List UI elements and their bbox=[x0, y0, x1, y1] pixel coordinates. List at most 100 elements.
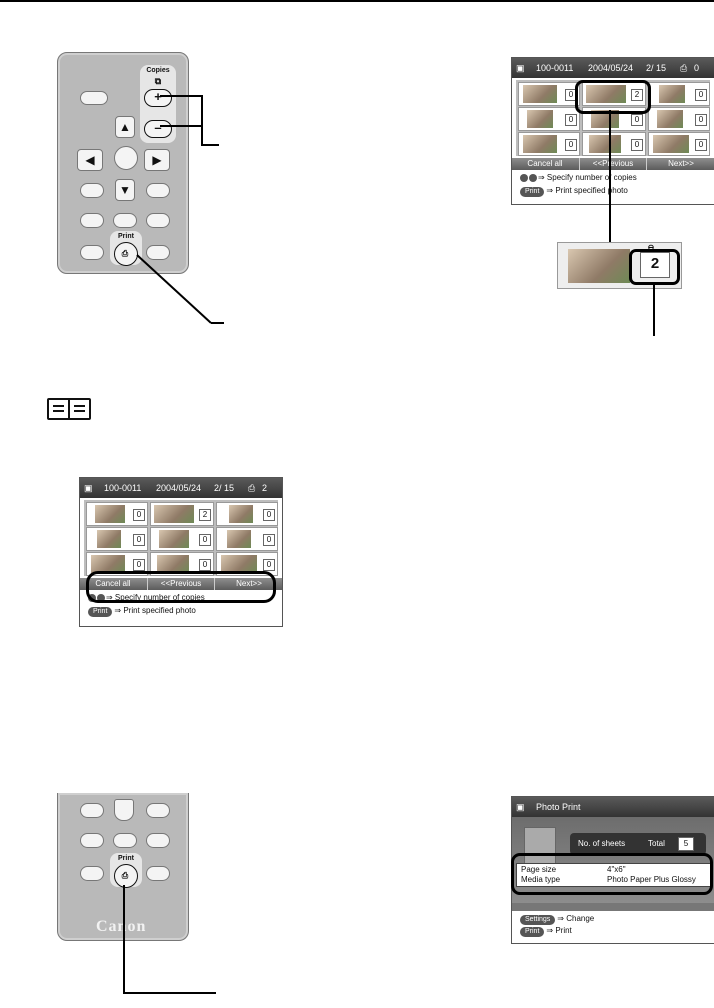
arrow-down-button[interactable] bbox=[114, 799, 134, 821]
photo-thumbnail bbox=[653, 135, 689, 153]
total-copies: 2 bbox=[262, 483, 268, 493]
thumbnail-grid: 0 2 0 0 0 0 0 0 0 bbox=[84, 500, 278, 576]
callout-line bbox=[653, 282, 655, 336]
previous-button[interactable]: <<Previous bbox=[579, 158, 646, 170]
next-button[interactable]: Next>> bbox=[646, 158, 714, 170]
thumbnail-cell[interactable]: 0 bbox=[582, 132, 646, 156]
photo-thumbnail bbox=[589, 135, 621, 153]
print-pill: Print bbox=[88, 607, 113, 617]
copies-label: Copies bbox=[146, 67, 170, 74]
cancel-all-button[interactable]: Cancel all bbox=[527, 159, 563, 168]
thumbnail-cell[interactable]: 2 bbox=[150, 502, 214, 526]
print-callout-line bbox=[123, 992, 216, 994]
hint-copies-text: ⇒ Specify number of copies bbox=[538, 173, 637, 182]
photo-thumbnail bbox=[221, 555, 257, 573]
media-type-label: Media type bbox=[521, 875, 561, 884]
callout-line bbox=[160, 125, 202, 127]
remote-button[interactable] bbox=[146, 866, 170, 881]
hint-copies: ⇒ Specify number of copies bbox=[520, 173, 637, 182]
scroll-strip bbox=[512, 903, 714, 911]
copy-count: 0 bbox=[695, 89, 707, 101]
thumbnail-cell[interactable]: 0 bbox=[150, 527, 214, 551]
remote-button[interactable] bbox=[80, 866, 104, 881]
photo-thumbnail bbox=[157, 555, 189, 573]
photo-thumbnail bbox=[91, 555, 125, 573]
thumbnail-cell[interactable]: 0 bbox=[86, 502, 148, 526]
ok-button[interactable] bbox=[114, 146, 138, 170]
up-arrow-icon: ⊖ bbox=[647, 243, 655, 252]
remote-button[interactable] bbox=[146, 213, 170, 228]
arrow-right-button[interactable]: ▶ bbox=[144, 149, 170, 171]
total-label: Total bbox=[648, 839, 665, 848]
remote-button[interactable] bbox=[146, 245, 170, 260]
thumbnail-cell[interactable]: 0 bbox=[518, 132, 580, 156]
hint-print-text: ⇒ Print specified photo bbox=[546, 186, 628, 195]
canon-logo: Canon bbox=[96, 918, 147, 935]
printer-icon: ⎙ bbox=[121, 249, 129, 258]
photo-thumbnail bbox=[97, 530, 121, 548]
photo-thumbnail bbox=[527, 110, 553, 128]
previous-button[interactable]: <<Previous bbox=[147, 578, 214, 590]
copy-count: 0 bbox=[695, 139, 707, 151]
zoomed-thumbnail: ⊖ 2 bbox=[557, 242, 682, 289]
folder-number: 100-0011 bbox=[536, 63, 574, 73]
thumbnail-cell[interactable]: 0 bbox=[216, 527, 278, 551]
arrow-down-button[interactable]: ▼ bbox=[115, 179, 135, 201]
arrow-left-button[interactable]: ◀ bbox=[77, 149, 103, 171]
screen-header: ▣ Photo Print bbox=[512, 797, 714, 817]
copy-count: 0 bbox=[565, 139, 577, 151]
photo-print-icon: ▣ bbox=[516, 802, 525, 812]
screen-header: ▣ 100-0011 2004/05/24 2/ 15 ⎙ 2 bbox=[80, 478, 282, 498]
copy-count: 0 bbox=[199, 559, 211, 571]
remote-button[interactable] bbox=[80, 245, 104, 260]
date-text: 2004/05/24 bbox=[156, 483, 202, 493]
copy-count: 0 bbox=[133, 509, 145, 521]
thumbnail-cell[interactable]: 0 bbox=[648, 82, 710, 106]
thumbnail-cell[interactable]: 0 bbox=[518, 82, 580, 106]
remote-button[interactable] bbox=[80, 91, 108, 105]
screen-photo-print: ▣ Photo Print No. of sheets Total 5 Page… bbox=[511, 796, 714, 944]
sheets-label: No. of sheets bbox=[578, 839, 626, 848]
sheets-box: No. of sheets Total 5 bbox=[570, 833, 706, 855]
remote-button[interactable] bbox=[80, 213, 104, 228]
copy-count: 0 bbox=[199, 534, 211, 546]
folder-icon: ▣ bbox=[84, 483, 93, 493]
hint-print: Print⇒ Print specified photo bbox=[520, 186, 628, 197]
cancel-all-button[interactable]: Cancel all bbox=[95, 579, 131, 588]
arrow-up-button[interactable]: ▲ bbox=[115, 116, 135, 138]
copy-count: 0 bbox=[631, 139, 643, 151]
photo-thumbnail bbox=[568, 249, 630, 283]
remote-button[interactable] bbox=[146, 833, 170, 848]
remote-button[interactable] bbox=[80, 833, 104, 848]
print-button[interactable] bbox=[114, 864, 138, 888]
remote-button[interactable] bbox=[80, 183, 104, 198]
copies-plus-button[interactable]: + bbox=[144, 89, 172, 107]
copy-count: 2 bbox=[631, 89, 643, 101]
remote-button[interactable] bbox=[80, 803, 104, 818]
print-button[interactable] bbox=[114, 242, 138, 266]
thumbnail-cell[interactable]: 0 bbox=[86, 527, 148, 551]
photo-thumbnail bbox=[659, 85, 685, 103]
copy-count: 0 bbox=[263, 559, 275, 571]
copy-count: 0 bbox=[695, 114, 707, 126]
thumbnail-cell[interactable]: 0 bbox=[648, 107, 710, 131]
copies-icon: ⧉ bbox=[154, 76, 162, 86]
page-indicator: 2/ 15 bbox=[646, 63, 667, 73]
paper-settings-highlight bbox=[511, 853, 713, 895]
thumbnail-cell[interactable]: 0 bbox=[518, 107, 580, 131]
thumbnail-cell[interactable]: 0 bbox=[216, 502, 278, 526]
copies-minus-button[interactable]: – bbox=[144, 120, 172, 138]
remote-button[interactable] bbox=[146, 183, 170, 198]
thumbnail-grid: 0 2 0 0 0 0 0 0 0 bbox=[516, 80, 710, 156]
settings-pill: Settings bbox=[520, 915, 556, 925]
next-button[interactable]: Next>> bbox=[214, 578, 282, 590]
settings-panel: No. of sheets Total 5 Page size 4"x6" Me… bbox=[512, 817, 714, 903]
function-button-row: Cancel all <<Previous Next>> bbox=[512, 158, 714, 170]
remote-button[interactable] bbox=[146, 803, 170, 818]
copy-count: 0 bbox=[565, 114, 577, 126]
hint-copies-text: ⇒ Specify number of copies bbox=[106, 593, 205, 602]
remote-button[interactable] bbox=[113, 213, 137, 228]
thumbnail-cell[interactable]: 0 bbox=[648, 132, 710, 156]
remote-button[interactable] bbox=[113, 833, 137, 848]
page-size-label: Page size bbox=[521, 865, 557, 874]
